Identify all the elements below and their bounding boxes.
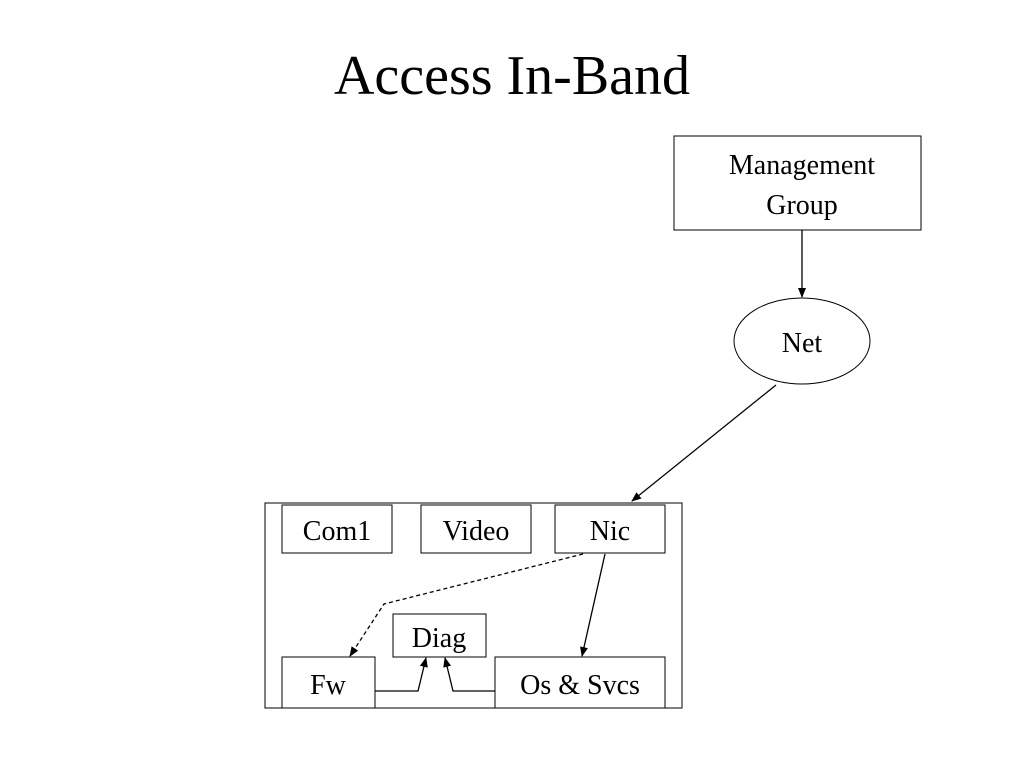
arrow-fw-to-diag bbox=[375, 657, 428, 692]
nic-node: Nic bbox=[554, 504, 666, 554]
dashed-arrow-nic-to-fw bbox=[349, 553, 584, 657]
arrow-os-svcs-to-diag bbox=[443, 657, 495, 692]
fw-node: Fw bbox=[281, 656, 376, 709]
arrow-net-to-nic bbox=[631, 384, 777, 502]
net-node: Net bbox=[733, 297, 871, 385]
diag-node: Diag bbox=[392, 613, 487, 658]
net-label: Net bbox=[782, 328, 823, 359]
os-svcs-node: Os & Svcs bbox=[494, 656, 666, 709]
video-label: Video bbox=[443, 516, 510, 547]
com1-label: Com1 bbox=[303, 516, 371, 547]
arrow-nic-to-os-svcs bbox=[580, 553, 606, 657]
video-node: Video bbox=[420, 504, 532, 554]
management-group-node: Management Group bbox=[673, 135, 922, 231]
slide-title: Access In-Band bbox=[333, 45, 691, 107]
fw-label: Fw bbox=[310, 670, 347, 701]
management-group-label-line2: Group bbox=[766, 190, 838, 221]
diag-label: Diag bbox=[412, 623, 466, 654]
os-svcs-label: Os & Svcs bbox=[520, 670, 640, 701]
com1-node: Com1 bbox=[281, 504, 393, 554]
nic-label: Nic bbox=[590, 516, 630, 547]
management-group-label-line1: Management bbox=[729, 150, 875, 181]
